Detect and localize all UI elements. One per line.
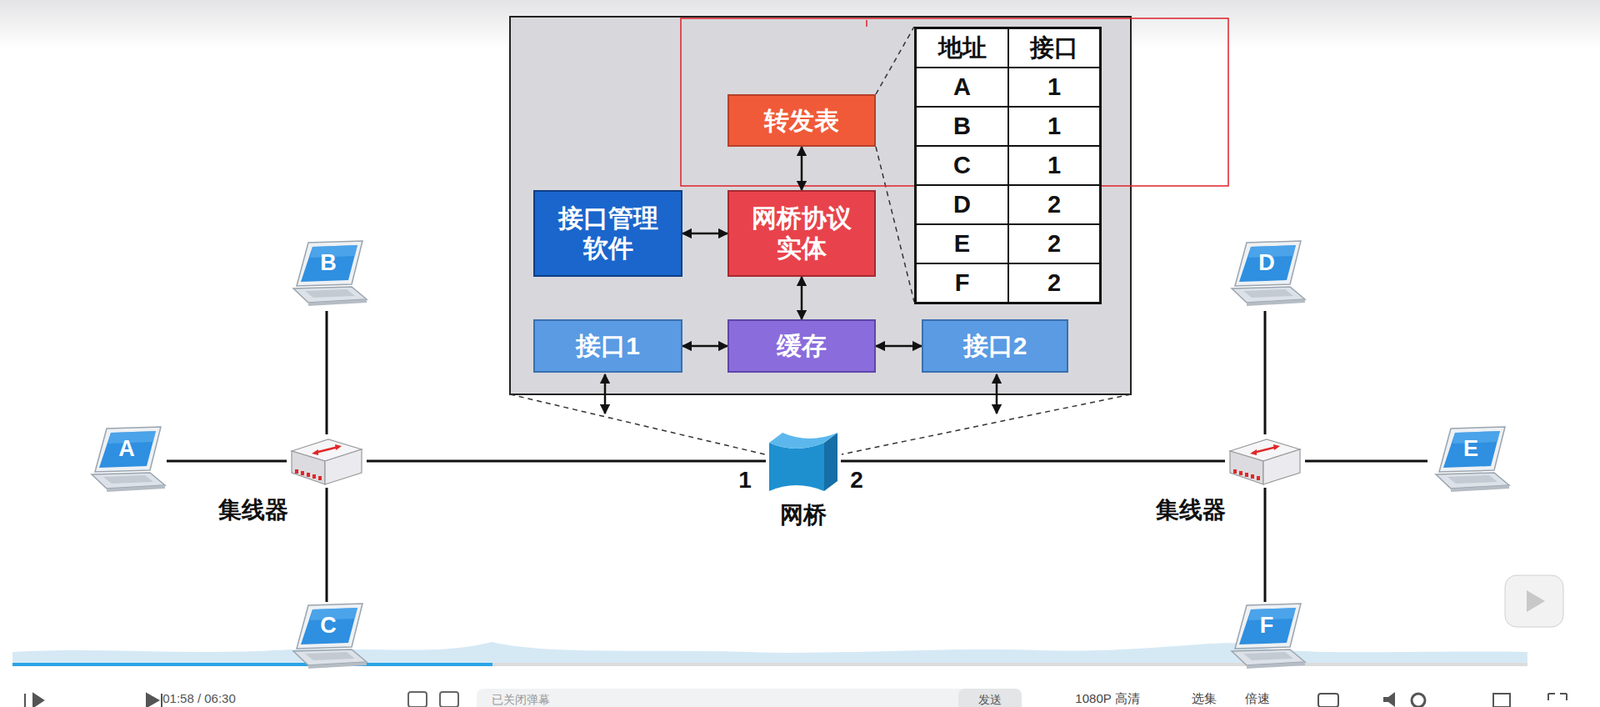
table-cell: A xyxy=(915,67,1009,107)
data-flow-arrow xyxy=(682,232,728,235)
network-cable xyxy=(1264,310,1267,435)
host-name: A xyxy=(118,435,135,461)
module-name: 转发表 xyxy=(764,105,840,136)
network-cable xyxy=(366,460,766,463)
zoom-leader xyxy=(841,394,1131,455)
prev-icon xyxy=(25,693,44,707)
module-name: 接口2 xyxy=(963,330,1028,361)
settings-icon xyxy=(1411,693,1425,707)
table-header: 地址 xyxy=(915,28,1009,68)
data-flow-arrow xyxy=(800,276,804,320)
host-name: E xyxy=(1463,435,1479,461)
module-name: 接口管理 软件 xyxy=(538,203,678,264)
player-control-text: 已关闭弹幕 xyxy=(491,692,550,707)
player-control-text: 倍速 xyxy=(1245,690,1270,707)
player-logo-play xyxy=(1526,590,1545,612)
danmaku-icon xyxy=(408,691,427,707)
bridge-internals-panel xyxy=(510,16,1131,395)
host-laptop: D xyxy=(1223,239,1307,311)
danmaku-setting-icon xyxy=(440,691,459,707)
player-logo xyxy=(1505,575,1564,627)
volume-icon xyxy=(1383,691,1395,707)
widescreen-icon xyxy=(1493,693,1510,707)
module-box: 接口1 xyxy=(533,319,683,373)
data-flow-arrow xyxy=(682,345,728,348)
next-icon xyxy=(146,693,162,707)
port-number: 2 xyxy=(850,466,864,494)
subtitle-icon xyxy=(1318,693,1339,707)
port-arrow xyxy=(604,374,607,414)
host-name: B xyxy=(320,249,337,275)
table-leader xyxy=(875,26,915,95)
device-name: 集线器 xyxy=(1155,494,1226,526)
table-cell: 2 xyxy=(1008,224,1100,264)
player-control-text: 发送 xyxy=(978,692,1002,707)
table-cell: E xyxy=(915,224,1009,264)
progress-played xyxy=(12,662,493,666)
network-cable xyxy=(166,460,287,463)
host-name: C xyxy=(320,611,337,638)
hub-device: 集线器 xyxy=(286,434,367,488)
host-laptop: B xyxy=(285,239,369,311)
send-button xyxy=(958,688,1022,707)
bridge-icon xyxy=(765,429,841,493)
module-box: 缓存 xyxy=(727,319,876,373)
player-control-text: 选集 xyxy=(1191,690,1217,707)
table-cell: F xyxy=(915,263,1009,303)
hub-icon xyxy=(1225,434,1305,488)
device-name: 网桥 xyxy=(780,499,827,531)
host-laptop: E xyxy=(1427,425,1511,497)
table-cell: 1 xyxy=(1008,106,1100,146)
danmaku-input xyxy=(476,688,1022,707)
network-cable xyxy=(840,460,1225,463)
fullscreen-icon xyxy=(1548,693,1567,700)
host-laptop: A xyxy=(83,425,167,497)
data-flow-arrow xyxy=(875,345,922,348)
forwarding-table: 地址接口A1B1C1D2E2F2 xyxy=(914,26,1102,305)
data-flow-arrow xyxy=(800,146,804,190)
network-cable xyxy=(1305,460,1428,463)
zoom-leader xyxy=(510,394,765,455)
host-name: F xyxy=(1260,611,1275,638)
highlight-tick xyxy=(865,20,868,27)
network-cable xyxy=(325,310,329,435)
hub-device: 集线器 xyxy=(1225,434,1305,488)
network-cable xyxy=(1264,487,1267,602)
table-cell: B xyxy=(915,106,1009,146)
network-cable xyxy=(325,487,329,602)
table-cell: 2 xyxy=(1008,263,1100,303)
bridge-device: 网桥 xyxy=(765,429,841,493)
table-cell: 2 xyxy=(1008,185,1100,225)
module-name: 缓存 xyxy=(776,330,827,361)
module-name: 网桥协议 实体 xyxy=(732,203,871,264)
device-name: 集线器 xyxy=(218,494,289,526)
player-control-text: 1080P 高清 xyxy=(1075,690,1140,707)
hub-icon xyxy=(286,434,367,488)
table-header: 接口 xyxy=(1008,28,1100,68)
host-laptop: F xyxy=(1223,601,1307,674)
module-name: 接口1 xyxy=(575,330,640,361)
host-name: D xyxy=(1258,249,1275,275)
module-box: 转发表 xyxy=(727,94,876,147)
table-cell: C xyxy=(915,145,1009,185)
host-laptop: C xyxy=(285,601,369,674)
module-box: 网桥协议 实体 xyxy=(727,190,876,277)
module-box: 接口2 xyxy=(921,319,1069,373)
player-control-text: 01:58 / 06:30 xyxy=(162,690,236,705)
table-cell: 1 xyxy=(1008,67,1100,107)
port-arrow xyxy=(995,374,999,414)
table-cell: D xyxy=(915,185,1009,225)
table-leader xyxy=(875,146,915,302)
table-cell: 1 xyxy=(1008,145,1100,185)
module-box: 接口管理 软件 xyxy=(533,190,683,277)
port-number: 1 xyxy=(738,466,752,494)
